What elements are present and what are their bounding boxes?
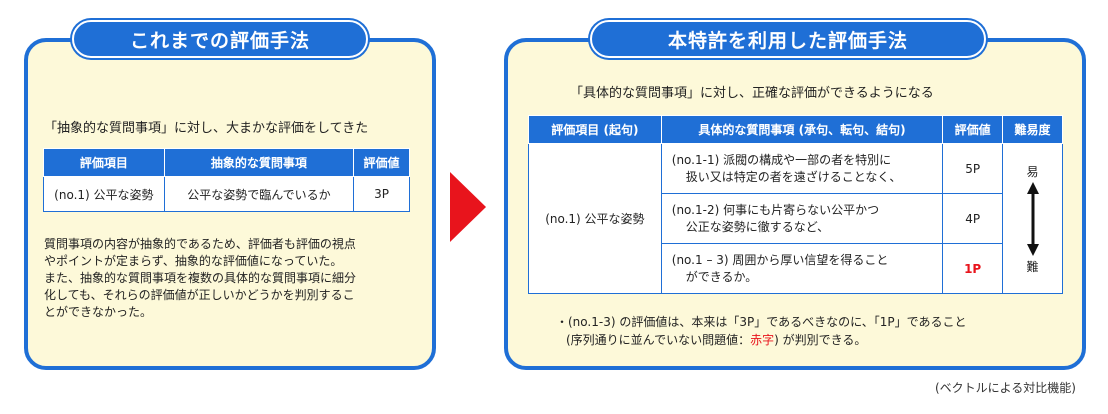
left-description-line: また、抽象的な質問事項を複数の具体的な質問事項に細分 [44,271,357,285]
left-table-header-row: 評価項目 抽象的な質問事項 評価値 [43,148,410,177]
right-cell-question: (no.1‐1) 派閥の構成や一部の者を特別に 扱い又は特定の者を遠ざけることな… [660,143,944,194]
right-cell-question: (no.1 – 3) 周囲から厚い信望を得ること ができるか。 [660,243,944,294]
left-panel-title: これまでの評価手法 [72,20,368,58]
left-cell-question: 公平な姿勢で臨んでいるか [163,176,355,212]
difficulty-easy-label: 易 [1026,164,1039,179]
right-cell-item: (no.1) 公平な姿勢 [528,143,662,294]
difficulty-cell: 易 難 [1002,143,1063,294]
right-header-question: 具体的な質問事項 (承句、転句、結句) [660,115,944,144]
right-table-header-row: 評価項目 (起句) 具体的な質問事項 (承句、転句、結句) 評価値 難易度 [528,115,1063,144]
red-arrow-icon [450,172,486,242]
note-line: (序列通りに並んでいない問題値：赤字) が判別できる。 [556,331,1076,349]
table-row: (no.1) 公平な姿勢 公平な姿勢で臨んでいるか 3P [43,176,410,212]
left-header-question: 抽象的な質問事項 [163,148,355,177]
right-header-difficulty: 難易度 [1002,115,1063,144]
note-line: ・(no.1‐3) の評価値は、本来は「3P」であるべきなのに、「1P」であるこ… [556,315,967,329]
right-header-value: 評価値 [942,115,1004,144]
question-line: (no.1‐2) 何事にも片寄らない公平かつ [671,202,880,217]
question-line: 扱い又は特定の者を遠ざけることなく、 [685,169,902,184]
left-description-line: 質問事項の内容が抽象的であるため、評価者も評価の視点 [44,237,356,251]
right-cell-value: 4P [942,193,1004,244]
left-header-value: 評価値 [353,148,410,177]
left-header-item: 評価項目 [43,148,165,177]
caption: (ベクトルによる対比機能) [934,381,1076,395]
right-cell-value: 5P [942,143,1004,194]
right-header-item: 評価項目 (起句) [528,115,662,144]
left-description: 質問事項の内容が抽象的であるため、評価者も評価の視点 やポイントが定まらず、抽象… [44,236,416,321]
note-text: ) が判別できる。 [774,333,867,347]
question-line: ができるか。 [685,269,758,284]
left-description-line: 化しても、それらの評価値が正しいかどうかを判別するこ [44,288,355,302]
question-line: (no.1 – 3) 周囲から厚い信望を得ること [671,252,889,267]
right-cell-value-highlight: 1P [942,243,1004,294]
right-lead-text: 「具体的な質問事項」に対し、正確な評価ができるようになる [570,86,934,101]
left-lead-text: 「抽象的な質問事項」に対し、大まかな評価をしてきた [44,121,369,136]
left-description-line: やポイントが定まらず、抽象的な評価値になっていた。 [44,254,343,268]
table-row: (no.1) 公平な姿勢 (no.1‐1) 派閥の構成や一部の者を特別に 扱い又… [528,143,1063,294]
difficulty-hard-label: 難 [1026,259,1039,274]
left-cell-item: (no.1) 公平な姿勢 [43,176,165,212]
note-red-text: 赤字 [750,333,775,347]
right-cell-question: (no.1‐2) 何事にも片寄らない公平かつ 公正な姿勢に徹するなど、 [660,193,944,244]
right-note: ・(no.1‐3) の評価値は、本来は「3P」であるべきなのに、「1P」であるこ… [556,313,1076,349]
right-table: 評価項目 (起句) 具体的な質問事項 (承句、転句、結句) 評価値 難易度 (n… [528,115,1063,294]
note-text: (序列通りに並んでいない問題値： [566,333,751,347]
left-table: 評価項目 抽象的な質問事項 評価値 (no.1) 公平な姿勢 公平な姿勢で臨んで… [43,148,410,212]
double-arrow-icon [1026,181,1039,256]
left-description-line: とができなかった。 [44,305,153,319]
question-line: 公正な姿勢に徹するなど、 [685,219,830,234]
right-panel-title: 本特許を利用した評価手法 [590,20,986,58]
left-cell-value: 3P [353,176,410,212]
table-row: (no.1 – 3) 周囲から厚い信望を得ること ができるか。 1P [529,243,1063,294]
question-line: (no.1‐1) 派閥の構成や一部の者を特別に [671,152,892,167]
